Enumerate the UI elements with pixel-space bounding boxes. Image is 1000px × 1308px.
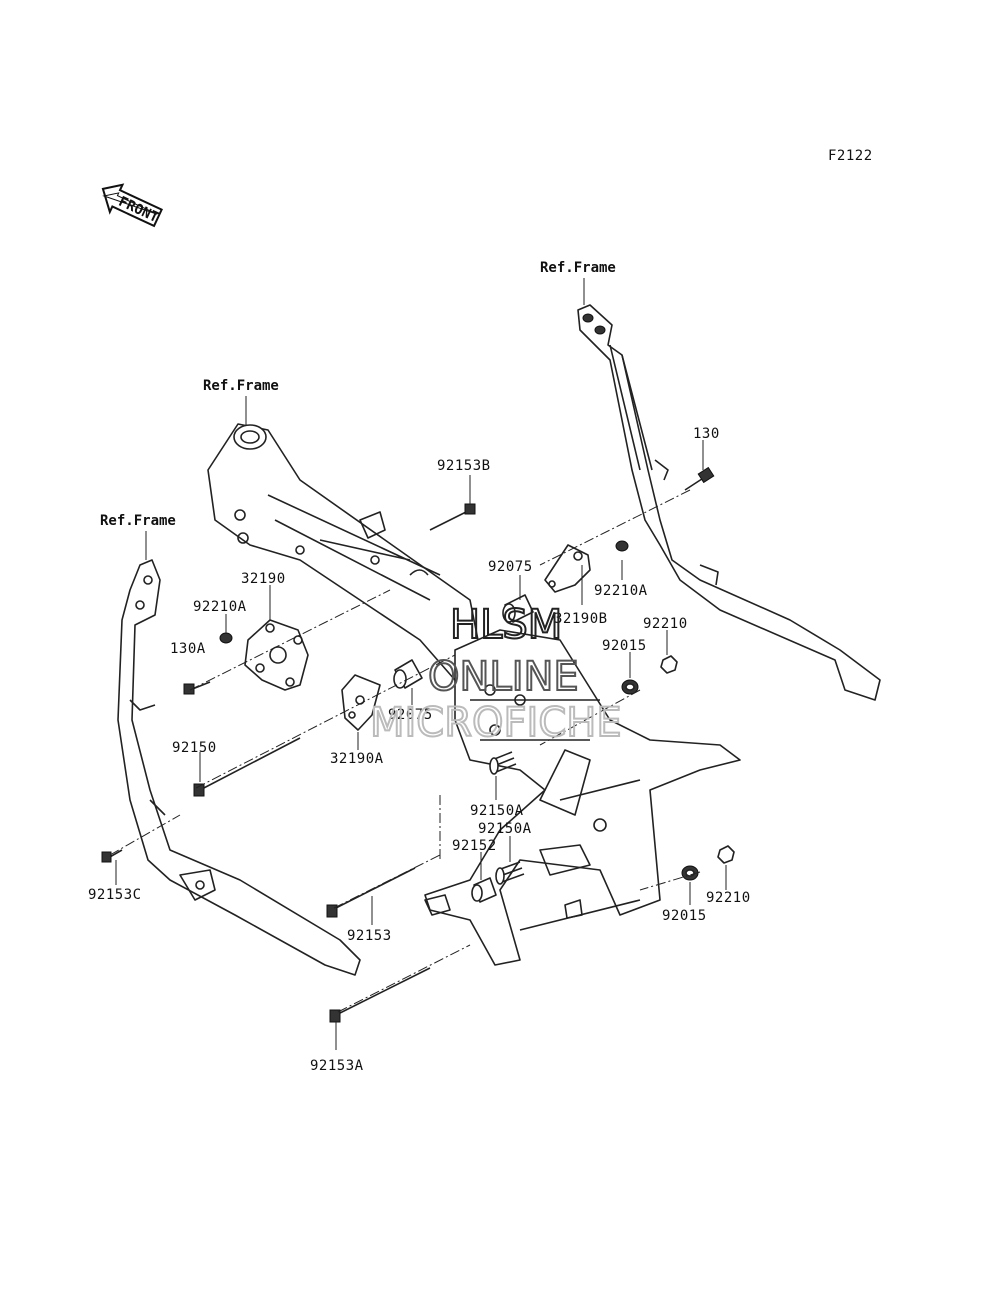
nut-92210a-left	[219, 632, 233, 644]
part-label-130a: 130A	[170, 641, 206, 657]
bracket-32190	[244, 619, 309, 691]
part-label-92210-upper: 92210	[643, 616, 688, 632]
washer-92015-lower-hole	[685, 869, 695, 877]
part-label-92153b: 92153B	[437, 458, 491, 474]
watermark-line-2: ONLINE	[428, 654, 579, 700]
front-arrow-icon: FRONT	[101, 183, 163, 228]
nut-92210-lower	[717, 845, 735, 864]
part-label-32190b: 32190B	[554, 611, 608, 627]
part-label-32190a: 32190A	[330, 751, 384, 767]
washer-92015-upper-hole	[625, 683, 635, 691]
part-label-92210a-right: 92210A	[594, 583, 648, 599]
part-label-92153: 92153	[347, 928, 392, 944]
watermark-line-3: MICROFICHE	[370, 700, 622, 746]
collar-92075-upper	[502, 594, 534, 623]
collar-92075-lower	[393, 659, 423, 689]
right-frame-rail	[577, 304, 881, 701]
bolt-92153b	[429, 503, 476, 531]
watermark: HLSM ONLINE MICROFICHE	[369, 601, 623, 747]
part-label-92150a-upper: 92150A	[470, 803, 524, 819]
part-label-92210a-left: 92210A	[193, 599, 247, 615]
left-frame-rail	[117, 559, 361, 976]
part-leaders	[115, 440, 727, 1050]
part-label-92075-upper: 92075	[488, 559, 533, 575]
bracket-32190b	[544, 544, 591, 593]
spring-92150a-lower	[495, 861, 525, 885]
nut-92210a-right	[615, 540, 629, 552]
part-label-130: 130	[693, 426, 720, 442]
ref-frame-label-top: Ref.Frame	[203, 378, 279, 394]
part-label-92210-lower: 92210	[706, 890, 751, 906]
ref-frame-label-right: Ref.Frame	[540, 260, 616, 276]
main-frame	[207, 423, 481, 681]
bolt-92153a	[329, 967, 431, 1023]
spring-92150a-upper	[489, 751, 517, 775]
bolt-92153	[326, 867, 416, 918]
part-label-92150: 92150	[172, 740, 217, 756]
part-label-92150a-lower: 92150A	[478, 821, 532, 837]
part-label-32190: 32190	[241, 571, 286, 587]
bolt-92150	[193, 737, 301, 797]
bolt-130	[684, 466, 715, 491]
diagram-code: F2122	[828, 148, 873, 164]
bolt-92153c	[101, 849, 123, 863]
part-label-92153c: 92153C	[88, 887, 142, 903]
watermark-line-1: HLSM	[450, 602, 562, 648]
collar-92152	[471, 877, 497, 903]
bolt-130a	[183, 681, 211, 695]
part-label-92153a: 92153A	[310, 1058, 364, 1074]
ref-frame-label-left: Ref.Frame	[100, 513, 176, 529]
part-label-92015-lower: 92015	[662, 908, 707, 924]
part-label-92015-upper: 92015	[602, 638, 647, 654]
part-label-92152: 92152	[452, 838, 497, 854]
part-label-92075-lower: 92075	[388, 707, 433, 723]
alignment-lines	[109, 489, 701, 1013]
nut-92210-upper	[660, 655, 678, 674]
